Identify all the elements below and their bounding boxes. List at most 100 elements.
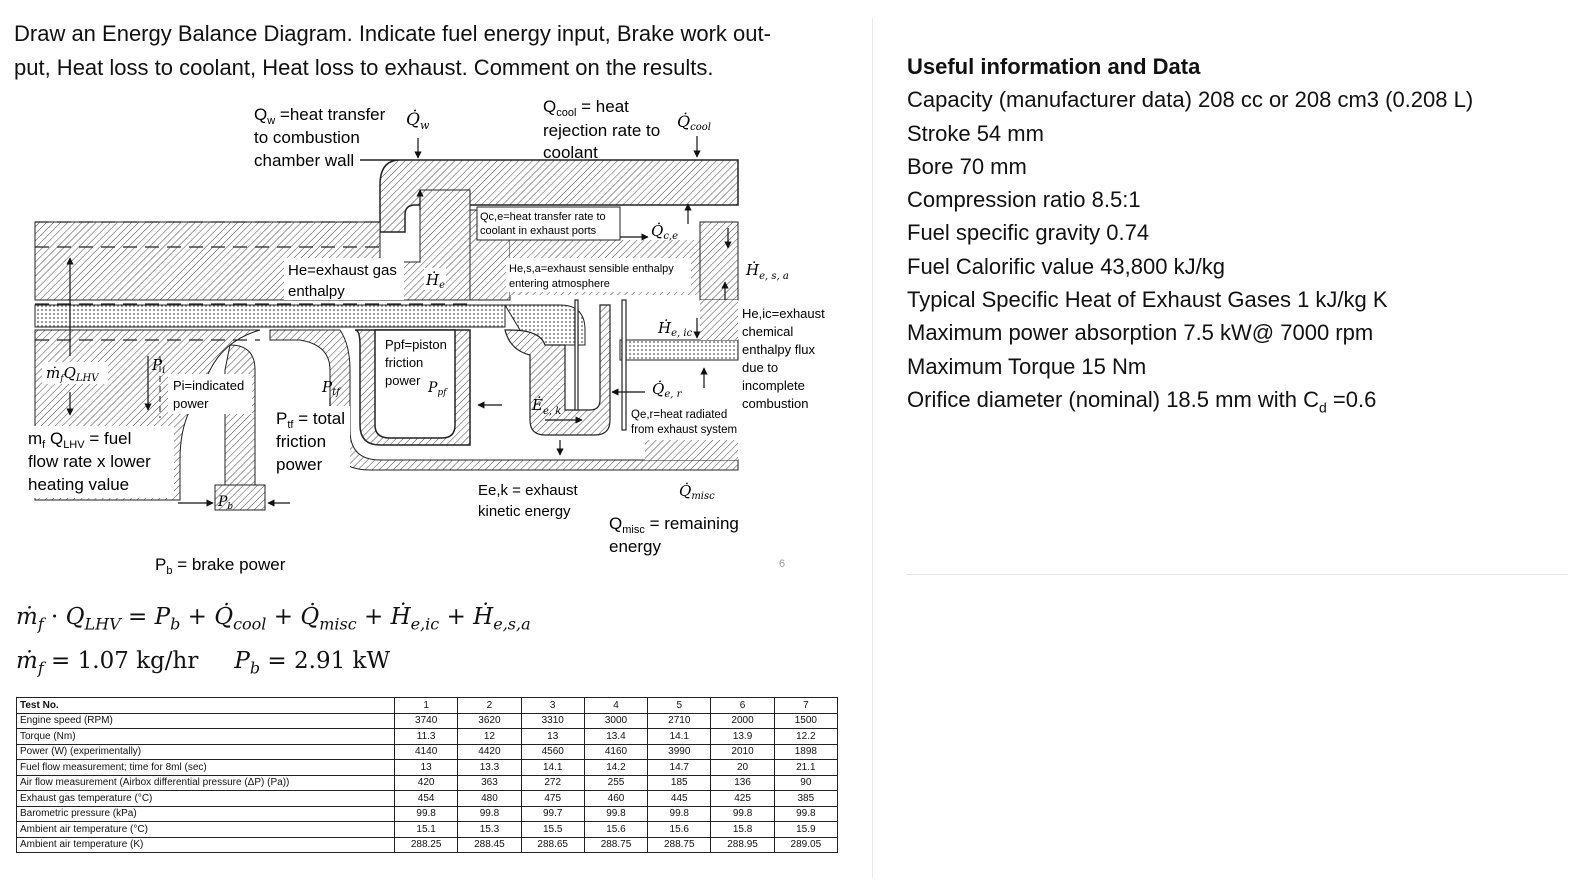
qw-label-line3: chamber wall [254,151,354,170]
table-row-label: Torque (Nm) [16,728,395,745]
table-cell: 99.8 [583,805,649,822]
table-row-label: Fuel flow measurement; time for 8ml (sec… [16,759,395,776]
page-number: 6 [779,558,786,570]
he-label-line1: He=exhaust gas [288,262,397,279]
table-cell: 288.75 [583,836,649,853]
table-cell: 12.2 [773,728,839,745]
table-cell: 99.8 [393,805,459,822]
pi-symbol: Pi [151,356,165,376]
table-header-label: Test No. [16,697,395,714]
table-row-label: Power (W) (experimentally) [16,743,395,760]
table-cell: 15.5 [520,821,585,838]
coolant-jacket-top [360,159,739,233]
mf-label: mf QLHV = fuel [28,429,131,451]
table-row: Fuel flow measurement; time for 8ml (sec… [16,759,839,776]
ppf-label: Ppf=piston friction power [382,334,454,390]
table-cell: 13 [520,728,585,745]
table-header-cell: 4 [583,697,649,714]
table-cell: 289.05 [773,836,839,853]
table-cell: 2710 [647,712,712,729]
table-cell: 15.8 [710,821,775,838]
ptf-label-bg [272,406,350,476]
table-cell: 15.1 [393,821,459,838]
table-cell: 13.4 [583,728,649,745]
qcool-label-line3: coolant [543,143,598,162]
mf-label-bg [24,426,174,498]
qcool-label-line2: rejection rate to [543,121,660,140]
he-symbol-bg [424,268,446,290]
table-header-cell: 5 [647,697,712,714]
qmisc-label: Qmisc = remaining [609,514,739,536]
table-header-cell: 6 [710,697,775,714]
table-cell: 454 [393,790,459,807]
table-cell: 20 [710,759,775,776]
qce-label-box [476,206,621,241]
table-cell: 3990 [647,743,712,760]
qw-label: Qw =heat transfer [254,105,386,127]
info-title: Useful information and Data [907,54,1201,79]
table-cell: 185 [647,774,712,791]
mf-label-line3: heating value [28,475,129,494]
eek-label-line1: Ee,k = exhaust [478,482,578,499]
exhaust-port-dotted [34,304,739,361]
info-item: Stroke 54 mm [907,120,1044,146]
qcool-label: Qcool = heat [543,97,629,119]
qmisc-label-line2: energy [609,537,661,556]
test-data-table: Test No. 1 2 3 4 5 6 7 Engine speed (RPM… [16,697,839,853]
table-row-label: Air flow measurement (Airbox differentia… [16,774,395,791]
table-cell: 13 [393,759,459,776]
table-cell: 3620 [457,712,522,729]
heic-label: He,ic=exhaust chemical enthalpy flux due… [740,303,835,411]
table-row-label: Ambient air temperature (°C) [16,821,395,838]
mfq-symbol: ṁfQLHV [46,364,100,384]
table-header-cell: 1 [393,697,459,714]
table-cell: 14.1 [520,759,585,776]
ppf-symbol: Ppf [427,380,448,398]
qce-symbol: Q̇c,e [651,222,678,242]
table-cell: 3310 [520,712,585,729]
table-cell: 14.1 [647,728,712,745]
eek-label-line2: kinetic energy [478,503,571,520]
table-cell: 3740 [393,712,459,729]
table-cell: 12 [457,728,522,745]
table-header-cell: 3 [520,697,585,714]
table-cell: 2000 [710,712,775,729]
svg-text:power: power [385,373,421,388]
question-line-1: Draw an Energy Balance Diagram. Indicate… [14,21,771,46]
energy-balance-equation: ṁf · QLHV = Pb + Q̇cool + Q̇misc + Ḣe,ic… [16,604,531,634]
svg-text:Ppf=piston: Ppf=piston [385,337,447,352]
table-header-cell: 7 [773,697,839,714]
pi-label-line2: power [173,396,209,411]
qce-label-line1: Qc,e=heat transfer rate to [480,211,606,223]
info-item: Capacity (manufacturer data) 208 cc or 2… [907,87,1474,113]
table-cell: 21.1 [773,759,839,776]
table-row-label: Barometric pressure (kPa) [16,805,395,822]
right-hatch [700,300,738,340]
table-cell: 136 [710,774,775,791]
heic-symbol: Ḣe, ic [657,319,693,339]
table-cell: 475 [520,790,585,807]
table-cell: 4140 [393,743,459,760]
mf-label-line2: flow rate x lower [28,452,151,471]
he-label-bg [284,258,404,300]
info-item: Fuel specific gravity 0.74 [907,220,1150,246]
ptf-label: Ptf = total [276,409,345,431]
qcool-symbol: Q̇cool [677,112,711,133]
qer-symbol: Q̇e, r [652,380,683,400]
table-row-label: Ambient air temperature (K) [16,836,395,853]
qer-label-line1: Qe,r=heat radiated [631,409,727,421]
qmisc-symbol: Q̇misc [679,482,715,502]
hesa-label-line1: He,s,a=exhaust sensible enthalpy [509,263,674,275]
svg-text:chemical: chemical [742,324,793,339]
column-divider [872,18,873,878]
table-cell: 385 [773,790,839,807]
pi-label-bg [168,374,252,414]
info-item: Maximum power absorption 7.5 kW@ 7000 rp… [907,320,1374,346]
svg-text:due to: due to [742,360,778,375]
table-cell: 4160 [583,743,649,760]
